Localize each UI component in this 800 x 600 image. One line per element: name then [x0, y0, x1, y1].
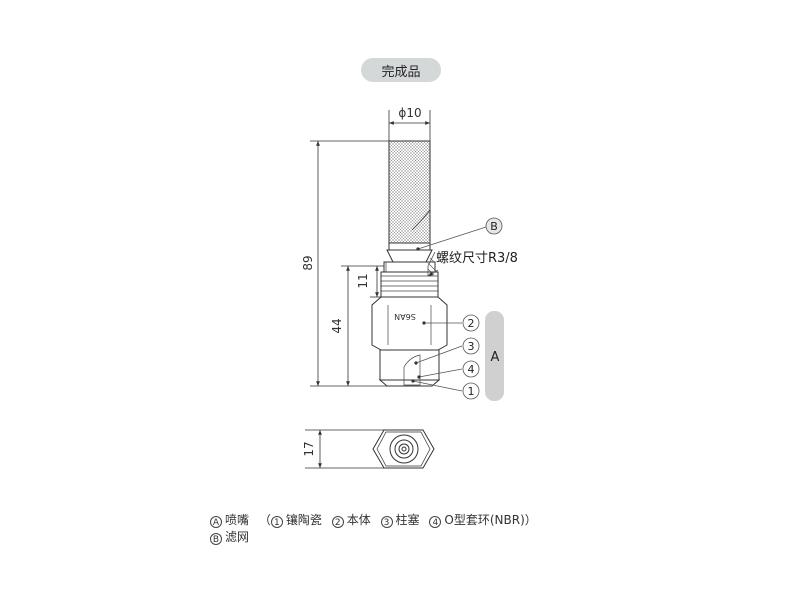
legend-open-paren: （: [258, 513, 271, 527]
thread-label: 螺纹尺寸R3/8: [436, 251, 518, 266]
callout-1-label: 1: [468, 385, 475, 398]
end-view: [372, 429, 435, 469]
callout-3-label: 3: [468, 340, 475, 353]
legend-label-1: 镶陶瓷: [285, 513, 322, 527]
legend-mark-3: 3: [380, 516, 393, 528]
dim-overall-length: 89: [301, 255, 315, 270]
legend-label-a: 喷嘴: [225, 513, 250, 527]
callout-4: 4: [462, 360, 480, 378]
filter-screen: [388, 140, 431, 251]
dimension-lines: [305, 110, 431, 469]
leader-lines: [412, 226, 487, 392]
callout-3: 3: [462, 337, 480, 355]
legend-label-b: 滤网: [225, 530, 250, 544]
dim-diameter: ϕ10: [398, 106, 421, 120]
dim-hex-length: 44: [330, 318, 344, 333]
callout-1: 1: [462, 382, 480, 400]
callout-4-label: 4: [468, 363, 475, 376]
legend-close-paren: ）: [524, 513, 537, 527]
legend-mark-2: 2: [331, 516, 344, 528]
callout-b-label: B: [490, 220, 498, 233]
legend-mark-4: 4: [429, 516, 442, 528]
bracket-a: [485, 311, 504, 401]
callout-2: 2: [462, 314, 480, 332]
legend-label-3: 柱塞: [395, 513, 420, 527]
hex-marking: S6AN: [394, 312, 416, 321]
dim-hex-across-flats: 17: [302, 441, 316, 456]
legend-mark-1: 1: [270, 516, 283, 528]
legend-label-4: O型套环(NBR): [444, 513, 525, 527]
legend-mark-a: A: [210, 516, 222, 528]
callout-b: B: [485, 217, 503, 235]
legend-label-2: 本体: [346, 513, 371, 527]
title-pill: 完成品: [361, 58, 441, 82]
callout-a-label: A: [491, 350, 500, 365]
legend-mark-b: B: [210, 533, 222, 545]
nozzle-body-detail: [381, 262, 438, 386]
callout-2-label: 2: [468, 317, 475, 330]
page-title: 完成品: [381, 64, 421, 80]
leader-dots: [411, 247, 426, 383]
dim-thread-length: 11: [356, 273, 370, 288]
